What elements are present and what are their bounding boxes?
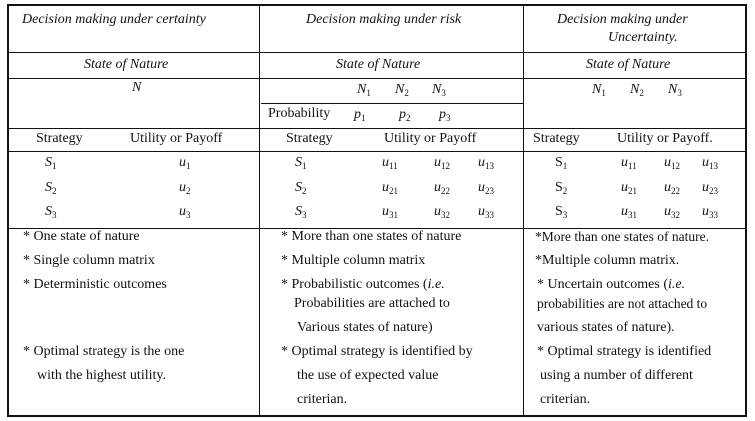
header-certainty: Decision making under certainty xyxy=(22,12,206,27)
risk-payoff: u32 xyxy=(434,204,450,220)
uncertainty-payoff: u33 xyxy=(702,204,718,220)
prob-p2: p2 xyxy=(399,107,411,123)
row-divider xyxy=(9,128,745,129)
risk-payoff: u23 xyxy=(478,180,494,196)
header-uncertainty-line2: Uncertainty. xyxy=(608,30,678,45)
uncertainty-strategy: S1 xyxy=(555,155,568,171)
risk-strategy: S1 xyxy=(295,155,307,171)
uncertainty-note: various states of nature). xyxy=(537,320,675,335)
certainty-note: * Optimal strategy is the one xyxy=(23,344,185,359)
row-divider xyxy=(9,78,745,79)
payoff-label: Utility or Payoff. xyxy=(617,131,713,146)
header-uncertainty-line1: Decision making under xyxy=(557,12,688,27)
risk-payoff: u11 xyxy=(382,155,398,171)
certainty-note: * Deterministic outcomes xyxy=(23,277,167,292)
certainty-payoff: u2 xyxy=(179,180,191,196)
row-divider xyxy=(9,228,745,229)
certainty-payoff: u1 xyxy=(179,155,191,171)
risk-note: * More than one states of nature xyxy=(281,229,462,244)
uncertainty-note: * Uncertain outcomes (i.e. xyxy=(537,277,686,292)
state-of-nature-label: State of Nature xyxy=(84,57,169,72)
strategy-label: Strategy xyxy=(36,131,83,146)
uncertainty-strategy: S3 xyxy=(555,204,568,220)
certainty-note: * One state of nature xyxy=(23,229,140,244)
uncertainty-payoff: u11 xyxy=(621,155,637,171)
risk-payoff: u12 xyxy=(434,155,450,171)
certainty-strategy: S1 xyxy=(45,155,57,171)
uncertainty-note: *More than one states of nature. xyxy=(535,229,709,244)
risk-note: * Probabilistic outcomes (i.e. xyxy=(281,277,445,292)
certainty-strategy: S2 xyxy=(45,180,57,196)
risk-payoff: u22 xyxy=(434,180,450,196)
uncertainty-note: criterian. xyxy=(540,392,591,407)
certainty-note: * Single column matrix xyxy=(23,253,155,268)
decision-table xyxy=(7,4,747,417)
state-of-nature-label: State of Nature xyxy=(336,57,421,72)
certainty-strategy: S3 xyxy=(45,204,57,220)
row-divider xyxy=(9,151,745,152)
strategy-label: Strategy xyxy=(286,131,333,146)
risk-strategy: S2 xyxy=(295,180,307,196)
uncertainty-payoff: u22 xyxy=(664,180,680,196)
uncertainty-payoff: u12 xyxy=(664,155,680,171)
risk-note: * Multiple column matrix xyxy=(281,253,426,268)
risk-note: Various states of nature) xyxy=(297,320,433,335)
prob-p1: p1 xyxy=(354,107,366,123)
risk-payoff: u31 xyxy=(382,204,398,220)
uncertainty-note: *Multiple column matrix. xyxy=(535,253,680,268)
header-risk: Decision making under risk xyxy=(306,12,462,27)
uncertainty-note: using a number of different xyxy=(540,368,693,383)
certainty-payoff: u3 xyxy=(179,204,191,220)
certainty-note: with the highest utility. xyxy=(37,368,166,383)
probability-label: Probability xyxy=(268,106,331,121)
payoff-label: Utility or Payoff xyxy=(130,131,223,146)
risk-payoff: u21 xyxy=(382,180,398,196)
payoff-label: Utility or Payoff xyxy=(384,131,477,146)
uncertainty-strategy: S2 xyxy=(555,180,568,196)
column-divider xyxy=(523,6,524,415)
uncertainty-payoff: u13 xyxy=(702,155,718,171)
uncertainty-payoff: u21 xyxy=(621,180,637,196)
uncertainty-note: probabilities are not attached to xyxy=(537,296,708,311)
strategy-label: Strategy xyxy=(533,131,580,146)
column-divider xyxy=(259,6,260,415)
risk-payoff: u33 xyxy=(478,204,494,220)
risk-state-n3: N3 xyxy=(432,82,446,98)
uncertainty-note: * Optimal strategy is identified xyxy=(537,344,712,359)
uncertainty-state-n3: N3 xyxy=(668,82,682,98)
state-of-nature-label: State of Nature xyxy=(586,57,671,72)
risk-note: Probabilities are attached to xyxy=(294,296,450,311)
risk-note: the use of expected value xyxy=(297,368,439,383)
uncertainty-payoff: u31 xyxy=(621,204,637,220)
risk-note: criterian. xyxy=(297,392,348,407)
prob-p3: p3 xyxy=(439,107,451,123)
risk-payoff: u13 xyxy=(478,155,494,171)
certainty-state: N xyxy=(132,80,142,95)
risk-note: * Optimal strategy is identified by xyxy=(281,344,473,359)
row-divider xyxy=(9,52,745,53)
risk-state-n2: N2 xyxy=(395,82,409,98)
risk-state-n1: N1 xyxy=(357,82,371,98)
risk-strategy: S3 xyxy=(295,204,307,220)
row-divider xyxy=(261,103,523,104)
uncertainty-payoff: u23 xyxy=(702,180,718,196)
uncertainty-state-n2: N2 xyxy=(630,82,644,98)
uncertainty-state-n1: N1 xyxy=(592,82,606,98)
uncertainty-payoff: u32 xyxy=(664,204,680,220)
